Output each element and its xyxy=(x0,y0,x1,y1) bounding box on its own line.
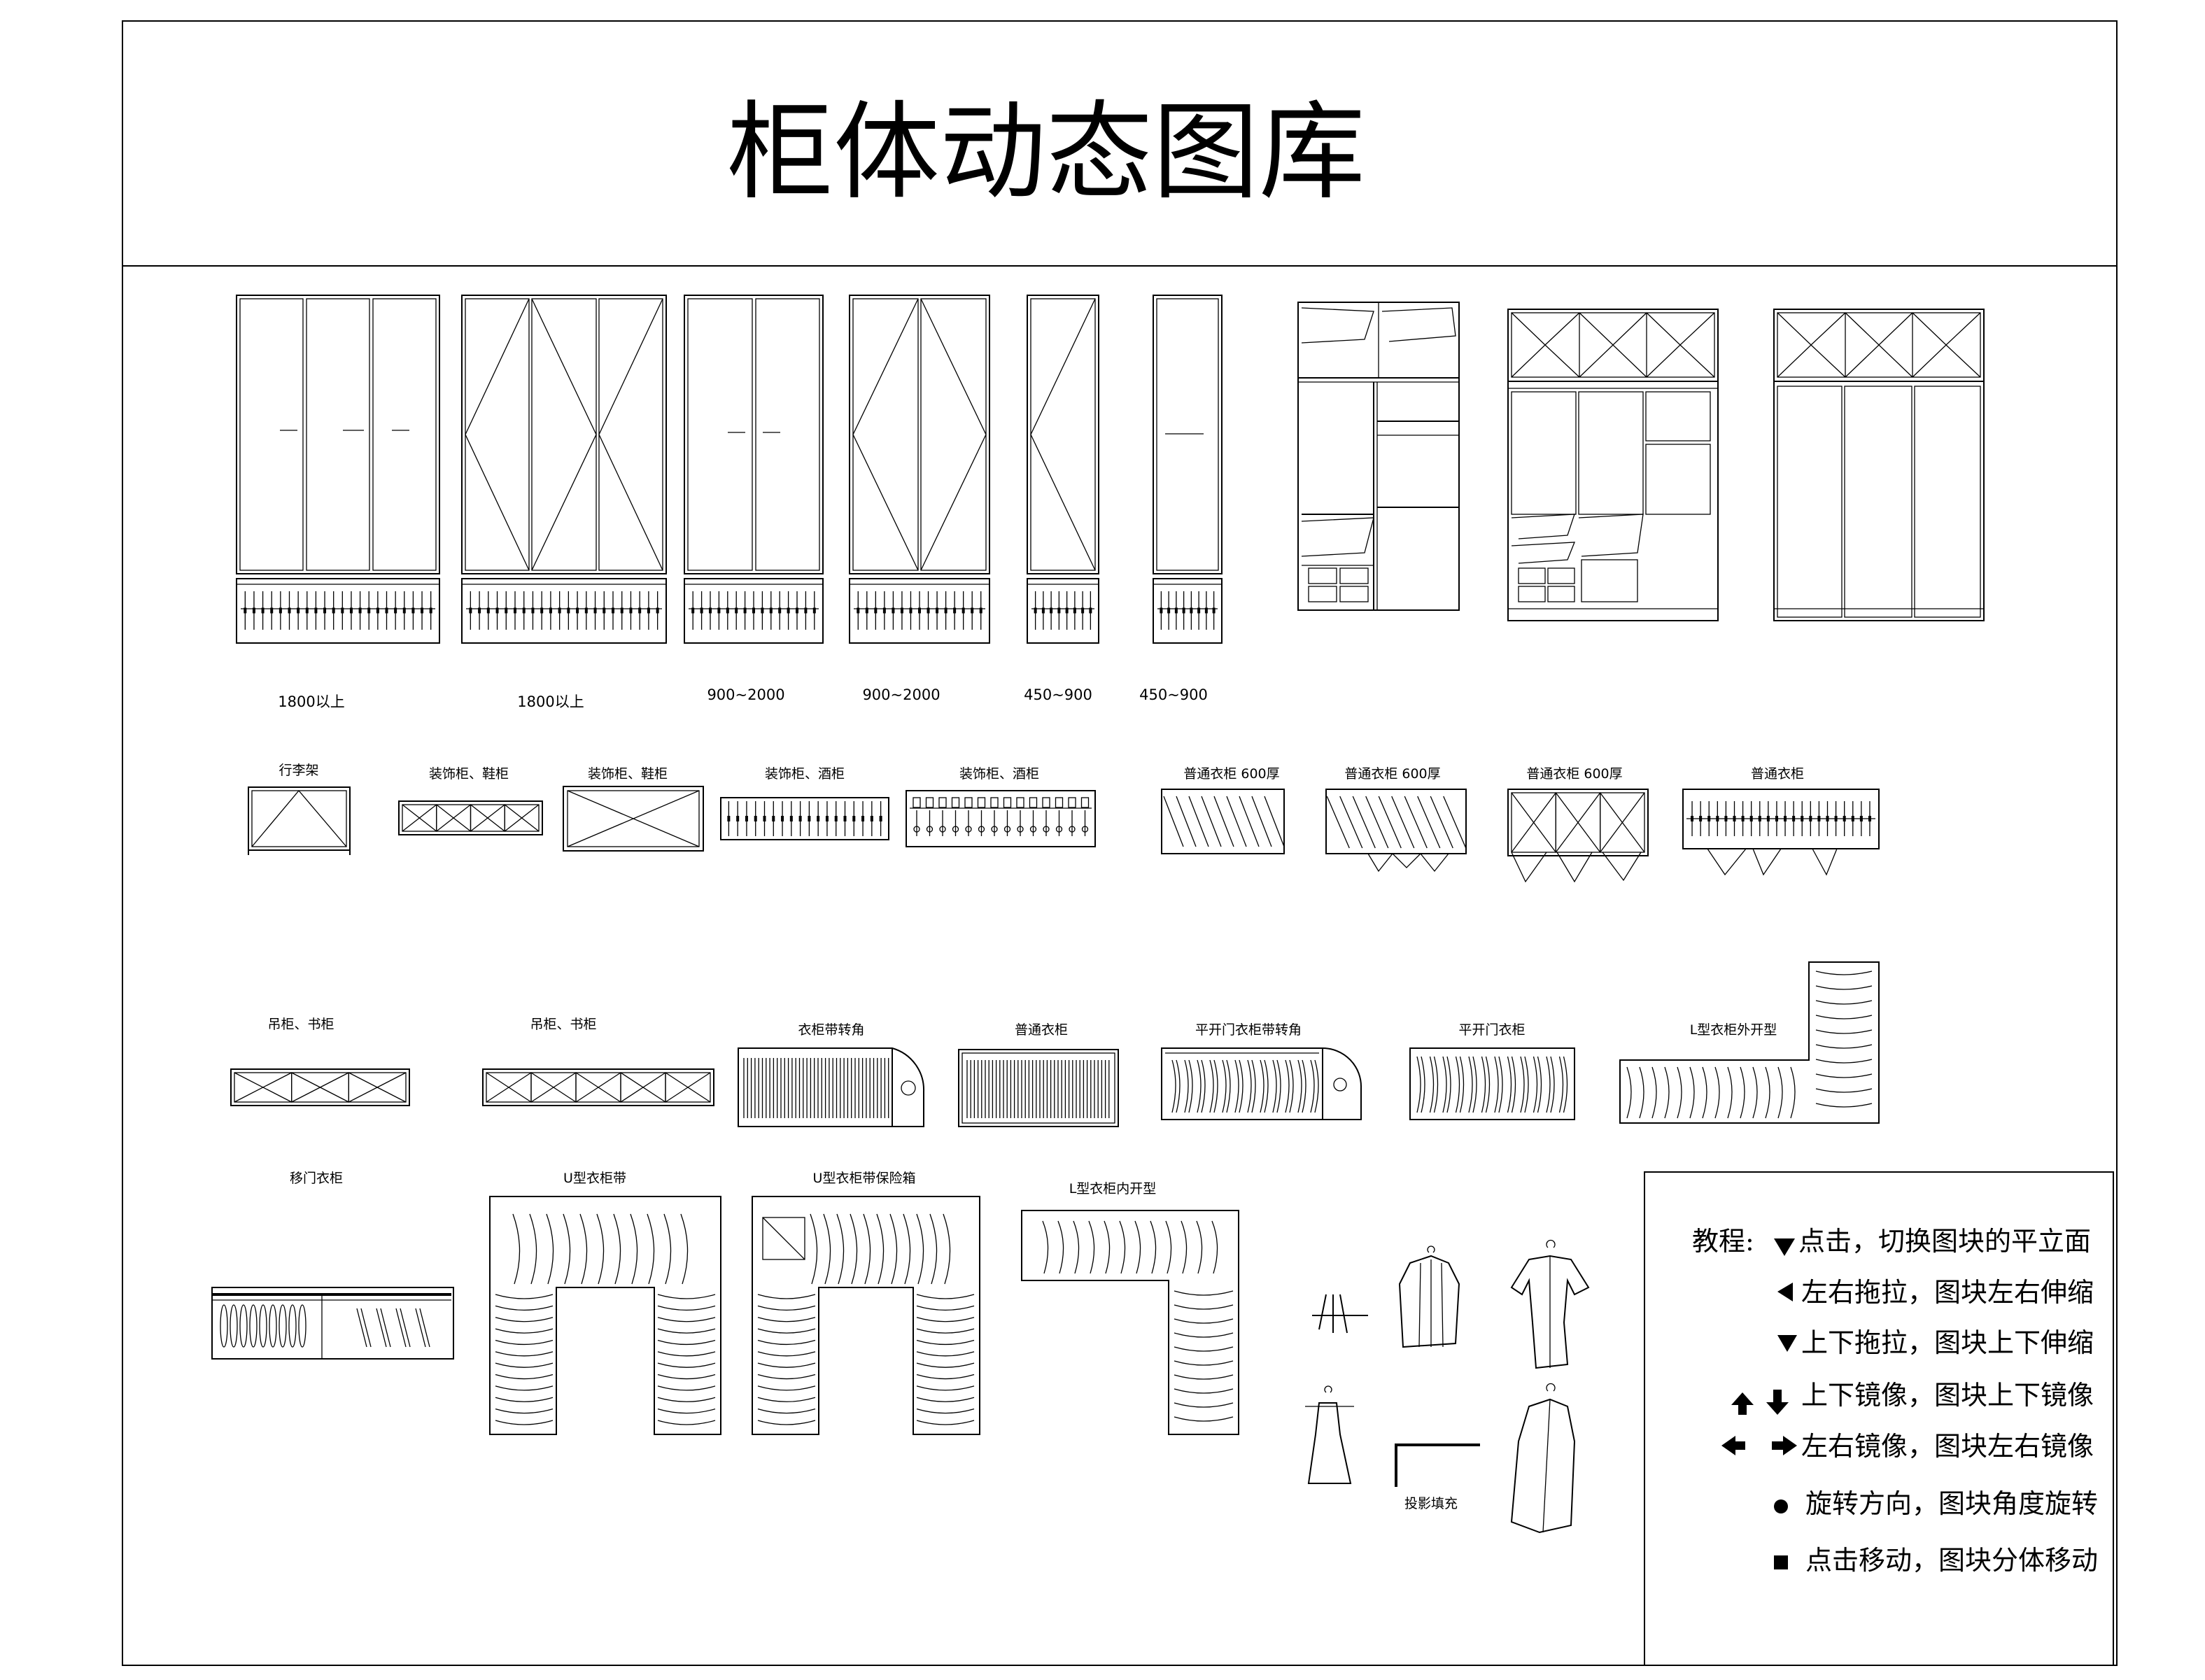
triangle-left-icon xyxy=(1777,1283,1793,1301)
sliding-wardrobe-plan[interactable] xyxy=(211,1287,454,1360)
swing-wardrobe-plan[interactable] xyxy=(1409,1047,1575,1120)
block-label: 平开门衣柜 xyxy=(1458,1022,1525,1038)
wine-cabinet-plan[interactable] xyxy=(720,797,889,840)
wardrobe-600-plan-doors[interactable] xyxy=(1325,789,1467,873)
triangle-down-icon xyxy=(1774,1238,1795,1256)
block-label: L型衣柜内开型 xyxy=(1069,1181,1157,1197)
triangle-down-icon xyxy=(1777,1335,1797,1352)
projection-fill-symbol[interactable]: 投影填充 xyxy=(1395,1443,1480,1511)
dim-label: 1800以上 xyxy=(517,693,584,710)
coat-icon[interactable] xyxy=(1510,1383,1576,1534)
tutorial-item: 点击，切换图块的平立面 xyxy=(1798,1226,2091,1257)
block-label: 装饰柜、鞋柜 xyxy=(429,766,509,782)
tutorial-item: 上下镜像，图块上下镜像 xyxy=(1801,1380,2094,1411)
hanging-cabinet-plan-5[interactable] xyxy=(482,1068,714,1106)
up-down-arrows-icon xyxy=(1731,1390,1789,1415)
dim-label: 1800以上 xyxy=(278,693,344,710)
block-label: 行李架 xyxy=(279,763,318,778)
l-wardrobe-inner-plan[interactable] xyxy=(1021,1210,1239,1435)
dim-label: 450~900 xyxy=(1024,686,1092,703)
block-label: U型衣柜带 xyxy=(563,1171,626,1186)
row2-labels: 行李架 装饰柜、鞋柜 装饰柜、鞋柜 装饰柜、酒柜 装饰柜、酒柜 普通衣柜 600… xyxy=(279,763,1804,782)
elevation-labels: 1800以上 1800以上 900~2000 900~2000 450~900 … xyxy=(278,686,1208,710)
dress-suit-icon[interactable] xyxy=(1510,1239,1590,1369)
l-wardrobe-outer-plan[interactable] xyxy=(1619,961,1880,1124)
block-label: 普通衣柜 600厚 xyxy=(1183,766,1279,782)
tutorial-panel: 教程: 点击，切换图块的平立面 左右拖拉，图块左右伸缩 上下拖拉，图块上下伸缩 … xyxy=(1644,1171,2114,1666)
hanging-cabinet-plan-3[interactable] xyxy=(230,1068,410,1106)
elevation-3door-diamond[interactable] xyxy=(461,295,667,574)
row2-blocks xyxy=(248,786,1880,883)
tutorial-item: 左右镜像，图块左右镜像 xyxy=(1801,1431,2094,1462)
tutorial-item: 上下拖拉，图块上下伸缩 xyxy=(1801,1327,2094,1358)
elevation-2door-plain[interactable] xyxy=(684,295,824,574)
u-wardrobe-plan[interactable] xyxy=(489,1196,721,1435)
row4-labels: 移门衣柜 U型衣柜带 U型衣柜带保险箱 L型衣柜内开型 xyxy=(290,1171,1156,1197)
block-label: L型衣柜外开型 xyxy=(1690,1022,1777,1038)
block-label: 吊柜、书柜 xyxy=(267,1017,334,1032)
block-label: 普通衣柜 600厚 xyxy=(1526,766,1622,782)
shoe-cabinet-plan-large[interactable] xyxy=(563,786,704,852)
tutorial-item: 左右拖拉，图块左右伸缩 xyxy=(1801,1277,2094,1308)
block-label: 衣柜带转角 xyxy=(798,1022,864,1038)
dot-icon xyxy=(1774,1499,1788,1513)
sheet-frame xyxy=(122,20,2118,1666)
elevation-1door-plain[interactable] xyxy=(1153,295,1223,574)
clothing-symbols: 投影填充 xyxy=(1305,1239,1590,1534)
block-label: 普通衣柜 600厚 xyxy=(1344,766,1440,782)
hanger-rack-icon[interactable] xyxy=(1312,1294,1368,1334)
row3-blocks xyxy=(230,961,1880,1127)
dim-label: 900~2000 xyxy=(707,686,784,703)
wine-cabinet-plan-bottles[interactable] xyxy=(906,790,1096,847)
normal-wardrobe-plan-rail[interactable] xyxy=(958,1049,1119,1127)
block-label: 装饰柜、鞋柜 xyxy=(588,766,668,782)
elevation-3door-plain[interactable] xyxy=(236,295,440,574)
elevation-interior-mixed[interactable] xyxy=(1507,309,1719,621)
tutorial-heading: 教程: xyxy=(1692,1226,1754,1257)
luggage-rack-plan[interactable] xyxy=(248,786,351,855)
block-label: 装饰柜、酒柜 xyxy=(959,766,1039,782)
elevation-2door-diamond[interactable] xyxy=(849,295,990,574)
dim-label: 450~900 xyxy=(1139,686,1208,703)
elevation-plans xyxy=(236,578,1223,644)
wardrobe-600-plan-swing[interactable] xyxy=(1507,789,1649,883)
left-right-arrows-icon xyxy=(1721,1436,1797,1455)
page-title: 柜体动态图库 xyxy=(727,90,1365,214)
block-label: 平开门衣柜带转角 xyxy=(1195,1022,1302,1038)
normal-wardrobe-plan[interactable] xyxy=(1682,789,1880,876)
tutorial-item: 旋转方向，图块角度旋转 xyxy=(1805,1488,2098,1519)
wardrobe-600-plan[interactable] xyxy=(1161,789,1285,854)
elevation-3door-topbox[interactable] xyxy=(1773,309,1985,621)
dim-label: 900~2000 xyxy=(862,686,940,703)
wardrobe-corner-plan[interactable] xyxy=(738,1047,925,1127)
block-label: 普通衣柜 xyxy=(1751,766,1804,782)
shoe-cabinet-plan-small[interactable] xyxy=(398,800,543,835)
block-label: U型衣柜带保险箱 xyxy=(813,1171,916,1186)
projection-label: 投影填充 xyxy=(1404,1496,1458,1511)
block-label: 装饰柜、酒柜 xyxy=(765,766,845,782)
swing-wardrobe-corner-plan[interactable] xyxy=(1161,1047,1362,1120)
block-label: 吊柜、书柜 xyxy=(530,1017,596,1032)
elevation-1door-diamond[interactable] xyxy=(1027,295,1099,574)
elevation-group xyxy=(236,295,1985,644)
row4-blocks xyxy=(211,1196,1239,1435)
elevation-interior-open[interactable] xyxy=(1297,302,1460,611)
block-label: 普通衣柜 xyxy=(1015,1022,1068,1038)
block-label: 移门衣柜 xyxy=(290,1171,343,1186)
row3-labels: 吊柜、书柜 吊柜、书柜 衣柜带转角 普通衣柜 平开门衣柜带转角 平开门衣柜 L型… xyxy=(267,1017,1777,1038)
tutorial-item: 点击移动，图块分体移动 xyxy=(1805,1545,2098,1576)
u-wardrobe-safe-plan[interactable] xyxy=(752,1196,980,1435)
dress-icon[interactable] xyxy=(1305,1385,1354,1484)
square-icon xyxy=(1774,1555,1788,1569)
shirts-icon[interactable] xyxy=(1398,1245,1460,1348)
